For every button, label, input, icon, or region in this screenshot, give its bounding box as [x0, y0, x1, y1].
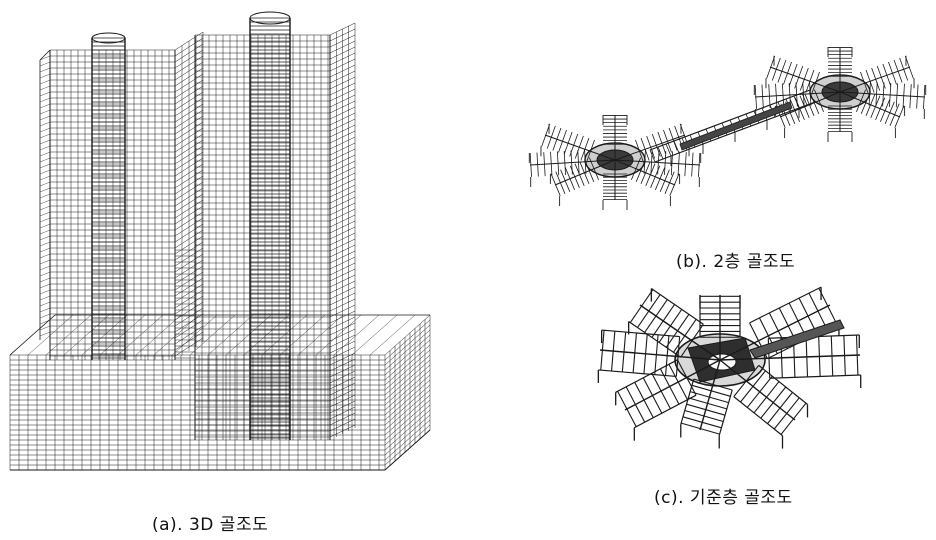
caption-floor-2-frame: (b). 2층 골조도: [676, 252, 796, 272]
typical-floor-frame-drawing: [560, 280, 900, 460]
caption-typical-floor-frame: (c). 기준층 골조도: [654, 488, 793, 508]
caption-3d-frame: (a). 3D 골조도: [152, 515, 269, 535]
frame-3d-drawing: [0, 0, 460, 490]
floor-2-frame-drawing: [520, 40, 930, 230]
